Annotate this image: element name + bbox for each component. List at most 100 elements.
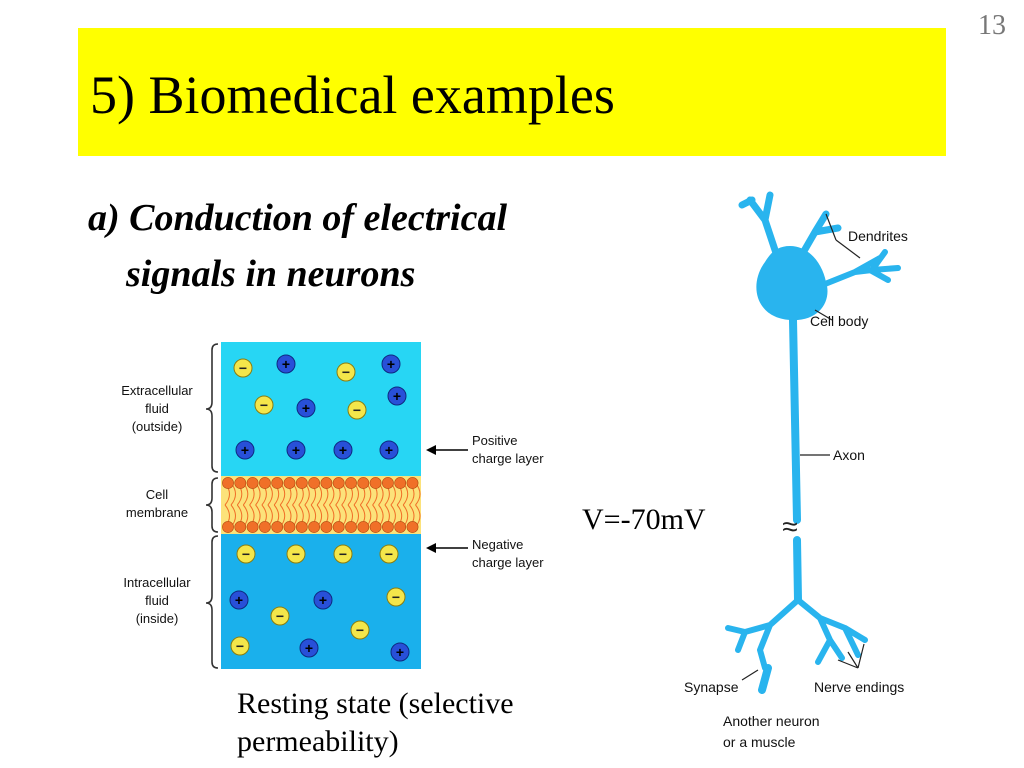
lipid-head-outer xyxy=(406,477,419,489)
minus-sign: − xyxy=(239,360,247,376)
lipid-head-outer xyxy=(234,477,247,489)
lipid-head-outer xyxy=(295,477,308,489)
lipid-head-outer xyxy=(357,477,370,489)
plus-sign: + xyxy=(319,592,327,608)
intracellular-label: Intracellular fluid (inside) xyxy=(123,575,191,626)
lipid-head-outer xyxy=(369,477,382,489)
lipid-head-inner xyxy=(320,521,333,533)
minus-sign: − xyxy=(242,546,250,562)
subtitle-line-2: signals in neurons xyxy=(126,253,416,295)
positive-ion xyxy=(296,398,316,418)
positive-ion xyxy=(381,354,401,374)
plus-sign: + xyxy=(305,640,313,656)
plus-sign: + xyxy=(235,592,243,608)
lipid-bilayer-molecules xyxy=(222,477,421,533)
plus-sign: + xyxy=(339,442,347,458)
positive-ion xyxy=(286,440,306,460)
resting-potential-value: V=-70mV xyxy=(582,503,706,536)
negative-ion xyxy=(254,395,274,415)
lipid-head-inner xyxy=(308,521,320,533)
negative-ion xyxy=(233,358,253,378)
minus-sign: − xyxy=(276,608,284,624)
plus-sign: + xyxy=(396,644,404,660)
minus-sign: − xyxy=(356,622,364,638)
negative-ion xyxy=(386,587,406,607)
ion-symbols: −+−+−+−+++++−−−−+−+−−−++ xyxy=(229,354,410,662)
synapse-target xyxy=(758,664,772,694)
minus-sign: − xyxy=(292,546,300,562)
lipid-head-inner xyxy=(381,521,394,533)
lipid-head-inner xyxy=(357,521,370,533)
negative-ion xyxy=(236,544,256,564)
brace-membrane xyxy=(205,477,219,533)
lipid-head-outer xyxy=(332,477,345,489)
brace-outside xyxy=(205,343,219,473)
negative-ion xyxy=(286,544,306,564)
nerve-endings-label: Nerve endings xyxy=(814,679,905,695)
lipid-head-inner xyxy=(369,521,382,533)
plus-sign: + xyxy=(292,442,300,458)
lipid-head-outer xyxy=(381,477,394,489)
target-cell-label: Another neuron or a muscle xyxy=(723,713,820,750)
positive-ion xyxy=(299,638,319,658)
negative-ion xyxy=(379,544,399,564)
subtitle-line-1: a) Conduction of electrical xyxy=(88,197,508,239)
minus-sign: − xyxy=(342,364,350,380)
dendrite-left xyxy=(738,191,784,269)
minus-sign: − xyxy=(236,638,244,654)
slide-title: 5) Biomedical examples xyxy=(90,65,615,125)
lipid-head-outer xyxy=(246,477,259,489)
plus-sign: + xyxy=(387,356,395,372)
lipid-head-inner xyxy=(332,521,345,533)
minus-sign: − xyxy=(260,397,268,413)
negative-ion xyxy=(270,606,290,626)
lipid-head-outer xyxy=(222,477,234,489)
brace-inside xyxy=(205,535,219,669)
lipid-head-inner xyxy=(406,521,419,533)
page-number: 13 xyxy=(978,10,1006,41)
lipid-head-inner xyxy=(283,521,296,533)
lipid-head-outer xyxy=(345,477,357,489)
negative-ion xyxy=(350,620,370,640)
positive-ion xyxy=(390,642,410,662)
neuron-illustration xyxy=(725,191,901,694)
terminal-left xyxy=(725,597,801,671)
plus-sign: + xyxy=(302,400,310,416)
title-banner: 5) Biomedical examples xyxy=(78,28,946,156)
lipid-head-inner xyxy=(394,521,407,533)
dendrites-label: Dendrites xyxy=(848,228,908,244)
positive-ion xyxy=(276,354,296,374)
extracellular-label: Extracellular fluid (outside) xyxy=(121,383,193,434)
lipid-head-inner xyxy=(271,521,284,533)
positive-ion xyxy=(229,590,249,610)
minus-sign: − xyxy=(339,546,347,562)
positive-charge-label: Positive charge layer xyxy=(472,433,544,466)
dendrite-top xyxy=(796,210,842,262)
cell-membrane-label: Cell membrane xyxy=(125,487,189,520)
negative-ion xyxy=(336,362,356,382)
positive-ion xyxy=(387,386,407,406)
positive-ion xyxy=(379,440,399,460)
plus-sign: + xyxy=(385,442,393,458)
positive-ion xyxy=(333,440,353,460)
positive-ion xyxy=(313,590,333,610)
negative-ion xyxy=(333,544,353,564)
lipid-head-inner xyxy=(345,521,357,533)
axon xyxy=(789,316,802,604)
neuron-leader-lines xyxy=(741,213,865,681)
dendrite-right xyxy=(812,249,901,291)
lipid-head-outer xyxy=(394,477,407,489)
synapse-label: Synapse xyxy=(684,679,739,695)
negative-ion xyxy=(347,400,367,420)
lipid-head-outer xyxy=(283,477,296,489)
lipid-head-inner xyxy=(295,521,308,533)
positive-ion xyxy=(235,440,255,460)
lipid-head-inner xyxy=(246,521,259,533)
axon-break-symbol: ≈ xyxy=(782,511,797,542)
cell-body-label: Cell body xyxy=(810,313,869,329)
lipid-head-inner xyxy=(258,521,271,533)
lipid-head-outer xyxy=(271,477,284,489)
minus-sign: − xyxy=(392,589,400,605)
